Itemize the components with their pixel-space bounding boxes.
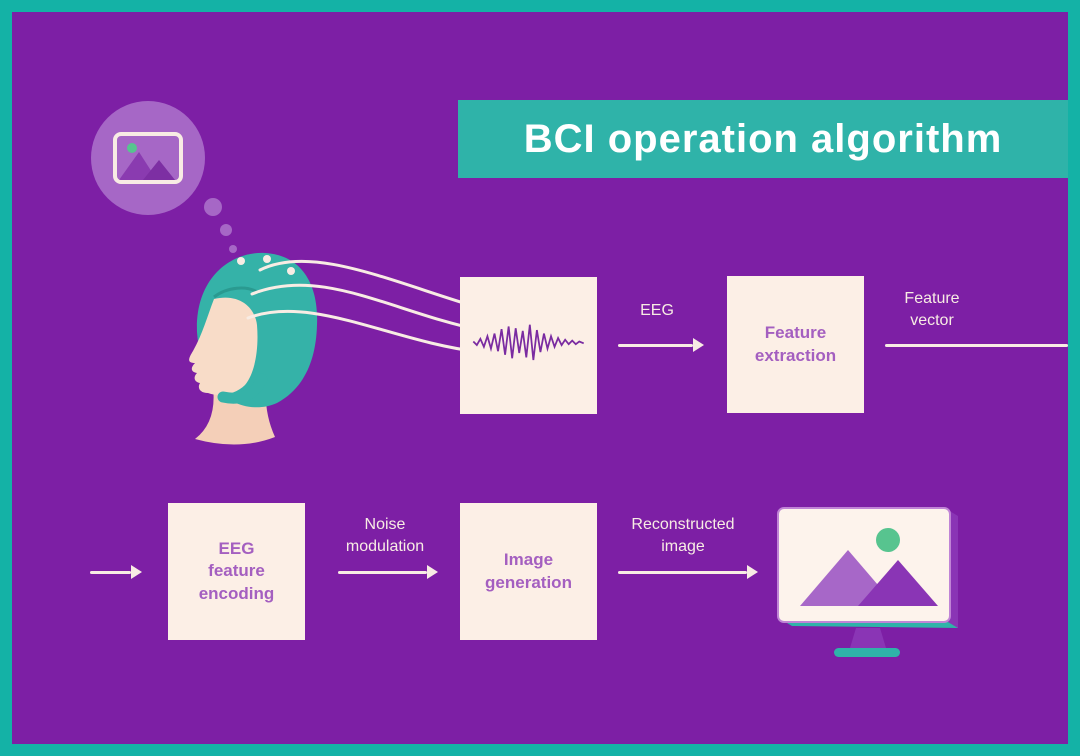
eeg-feature-encoding-box: EEG feature encoding	[168, 503, 305, 640]
monitor-stand-neck	[850, 628, 886, 648]
feature-extraction-box: Feature extraction	[727, 276, 864, 413]
eeg-signal-box	[460, 277, 597, 414]
arrow-noise-modulation	[338, 565, 438, 579]
title-banner: BCI operation algorithm	[458, 100, 1068, 178]
electrode-dot	[287, 267, 295, 275]
electrode-dot	[263, 255, 271, 263]
diagram-canvas: BCI operation algorithm	[12, 12, 1068, 744]
line-feature-vector	[885, 338, 1068, 352]
thought-bubble-dot-large	[204, 198, 222, 216]
thought-bubble-dot-small	[229, 245, 237, 253]
page-title: BCI operation algorithm	[523, 116, 1003, 161]
electrode-dot	[237, 257, 245, 265]
monitor-picture-icon	[777, 507, 958, 657]
eeg-wires	[246, 259, 482, 354]
arrow-eeg	[618, 338, 704, 352]
screen-sun-dot	[876, 528, 900, 552]
thought-bubble	[91, 101, 205, 215]
picture-icon	[113, 132, 183, 184]
image-generation-box: Image generation	[460, 503, 597, 640]
picture-mountains	[119, 152, 175, 180]
picture-sun-dot	[127, 143, 137, 153]
screen-mountain-right	[858, 560, 938, 606]
cap-chin-strap	[217, 373, 268, 404]
eeg-waveform-icon	[472, 324, 585, 361]
monitor-stand-base	[834, 648, 900, 657]
thought-bubble-dot-medium	[220, 224, 232, 236]
face-profile	[189, 297, 258, 395]
arrow-reconstructed-image	[618, 565, 758, 579]
arrow-label-reconstructed-image: Reconstructed image	[631, 516, 735, 555]
arrow-label-noise-modulation: Noise modulation	[345, 516, 425, 555]
head-with-eeg-cap-icon	[189, 252, 318, 445]
arrow-label-eeg: EEG	[640, 302, 674, 319]
arrow-label-feature-vector: Feature vector	[904, 290, 960, 329]
arrow-row2-entry	[90, 565, 142, 579]
